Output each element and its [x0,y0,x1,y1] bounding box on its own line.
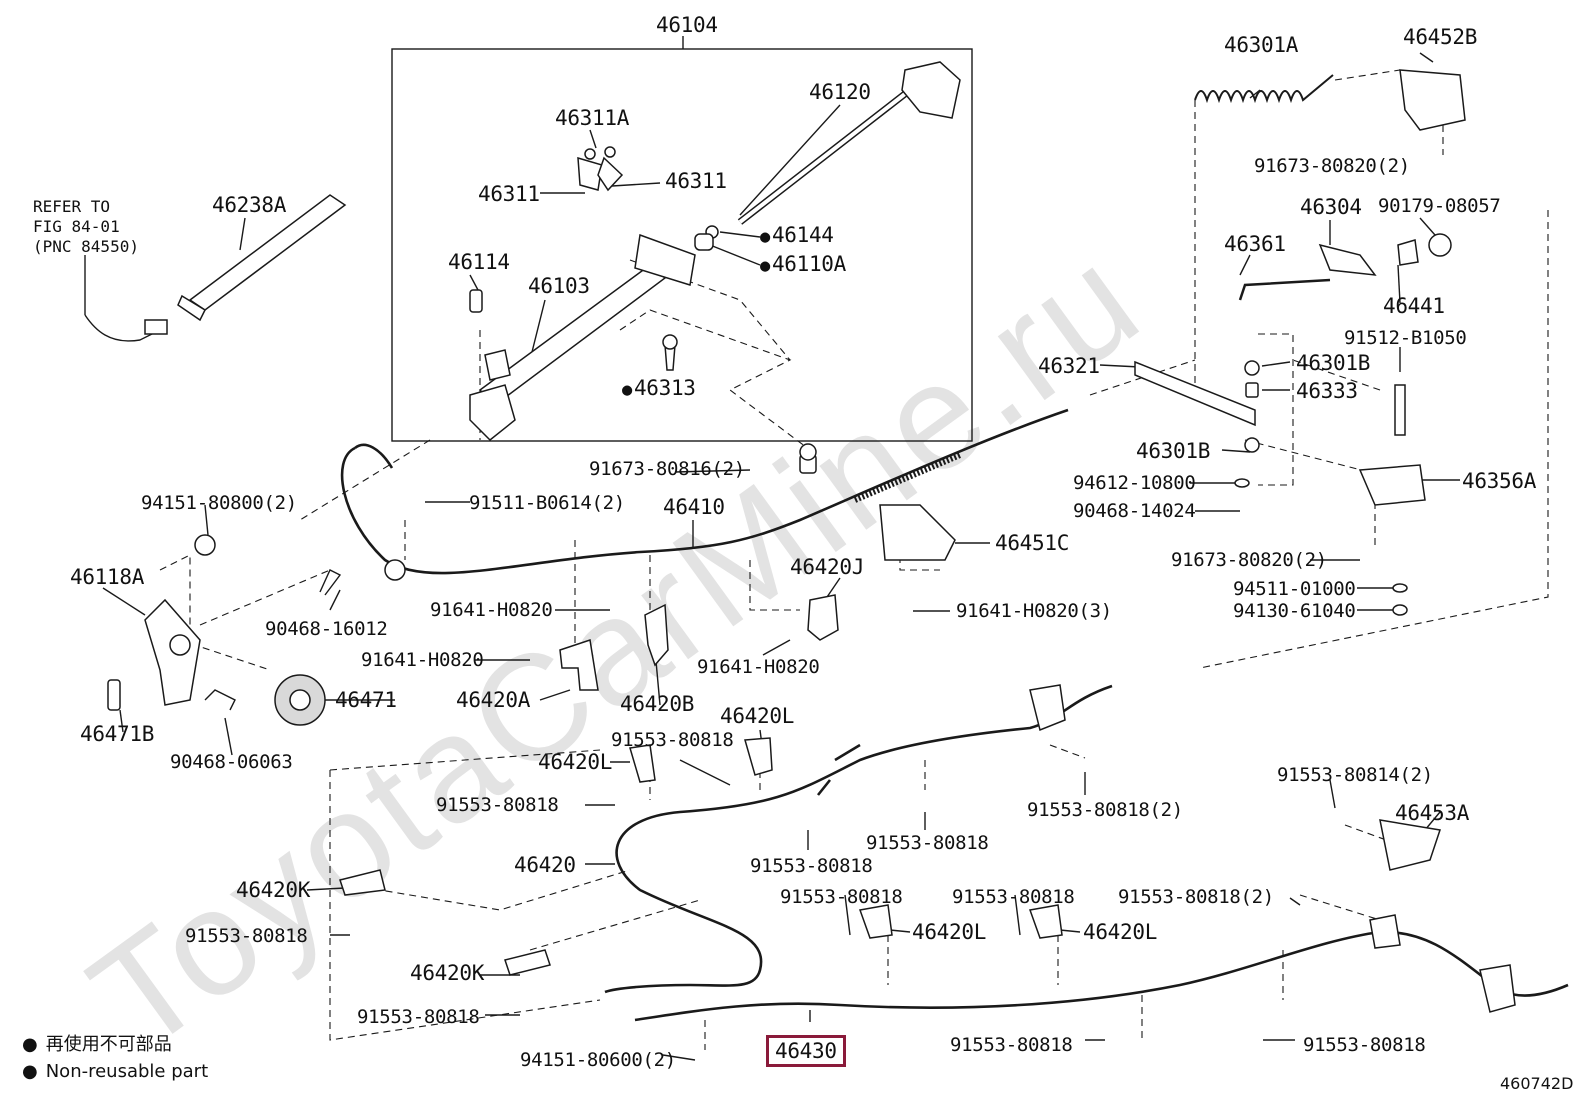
bracket-parts [339,504,1516,1013]
label-46410: 46410 [663,495,725,519]
assembly-box [391,48,973,442]
label-46311-right: 46311 [665,169,727,193]
label-91641-H0820-a: 91641-H0820 [430,599,553,621]
diagram-id: 460742D [1500,1074,1574,1093]
label-46103: 46103 [528,274,590,298]
label-46453A: 46453A [1395,801,1470,825]
cable-46410 [340,408,1069,575]
label-46301B-lower: 46301B [1136,439,1211,463]
dashed-group-right [1199,210,1549,669]
label-91553-80818-h: 91553-80818 [357,1006,480,1028]
label-46118A: 46118A [70,565,145,589]
lever-rod-46120 [737,61,961,225]
label-94151-80800: 94151-80800(2) [141,492,297,514]
label-46311-left: 46311 [478,182,540,206]
label-46301B-upper: 46301B [1296,351,1371,375]
label-91553-80818-2-b: 91553-80818(2) [1118,886,1274,908]
label-46301A: 46301A [1224,33,1299,57]
label-46304: 46304 [1300,195,1362,219]
label-46420L-left: 46420L [538,750,613,774]
label-46471B: 46471B [80,722,155,746]
label-91553-80818-e: 91553-80818 [185,925,308,947]
equalizer-parts [107,534,342,726]
label-46420J: 46420J [790,555,865,579]
dashed-group-lower [329,770,601,1041]
label-46114: 46114 [448,250,510,274]
legend-en: Non-reusable part [22,1063,208,1081]
label-91511-B0614: 91511-B0614(2) [469,492,625,514]
label-90179-08057: 90179-08057 [1378,195,1501,217]
label-46420K-b: 46420K [410,961,485,985]
label-46238A: 46238A [212,193,287,217]
label-46311A: 46311A [555,106,630,130]
label-94151-80600: 94151-80600(2) [520,1049,676,1071]
label-46420: 46420 [514,853,576,877]
label-94130-61040: 94130-61040 [1233,600,1356,622]
label-46120: 46120 [809,80,871,104]
label-91553-80818-2-a: 91553-80818(2) [1027,799,1183,821]
label-46420L-top: 46420L [720,704,795,728]
label-46420L-mid-2: 46420L [1083,920,1158,944]
small-parts [469,146,817,474]
label-91553-80818-i: 91553-80818 [950,1034,1073,1056]
label-94612-10800: 94612-10800 [1073,472,1196,494]
label-91641-H0820-3: 91641-H0820(3) [956,600,1112,622]
cable-46430 [634,930,1569,1022]
legend-jp: 再使用不可部品 [22,1036,172,1054]
rear-right-parts [1134,69,1466,616]
label-46144: 46144 [760,225,834,246]
label-91673-80816: 91673-80816(2) [589,458,745,480]
refer-note: REFER TO FIG 84-01 (PNC 84550) [33,197,139,256]
label-91553-80818-b: 91553-80818 [436,794,559,816]
label-46420A: 46420A [456,688,531,712]
label-46321: 46321 [1038,354,1100,378]
label-94511-01000: 94511-01000 [1233,578,1356,600]
label-46441: 46441 [1383,294,1445,318]
label-46104: 46104 [656,13,718,37]
label-91553-80818-j: 91553-80818 [1303,1034,1426,1056]
label-46430-highlighted[interactable]: 46430 [766,1035,846,1067]
label-46471: 46471 [335,688,397,712]
label-46452B: 46452B [1403,25,1478,49]
label-46313: 46313 [622,378,696,399]
label-91512-B1050: 91512-B1050 [1344,327,1467,349]
label-90468-16012: 90468-16012 [265,618,388,640]
label-46420L-mid-1: 46420L [912,920,987,944]
label-91553-80814-2: 91553-80814(2) [1277,764,1433,786]
label-46420K-a: 46420K [236,878,311,902]
label-91641-H0820-c: 91641-H0820 [361,649,484,671]
label-91553-80818-f: 91553-80818 [780,886,903,908]
label-91553-80818-c: 91553-80818 [866,832,989,854]
label-46356A: 46356A [1462,469,1537,493]
lever-body-46103 [469,233,696,442]
label-46420B: 46420B [620,692,695,716]
label-91553-80818-g: 91553-80818 [952,886,1075,908]
label-46361: 46361 [1224,232,1286,256]
label-90468-14024: 90468-14024 [1073,500,1196,522]
label-91673-80820-upper: 91673-80820(2) [1254,155,1410,177]
label-46110A: 46110A [760,254,846,275]
label-91673-80820-lower: 91673-80820(2) [1171,549,1327,571]
parts-46238A [84,194,347,342]
label-91553-80818-a: 91553-80818 [611,729,734,751]
label-91553-80818-d: 91553-80818 [750,855,873,877]
label-46333: 46333 [1296,379,1358,403]
label-90468-06063: 90468-06063 [170,751,293,773]
cable-46420 [604,684,1113,994]
label-46451C: 46451C [995,531,1070,555]
label-91641-H0820-b: 91641-H0820 [697,656,820,678]
